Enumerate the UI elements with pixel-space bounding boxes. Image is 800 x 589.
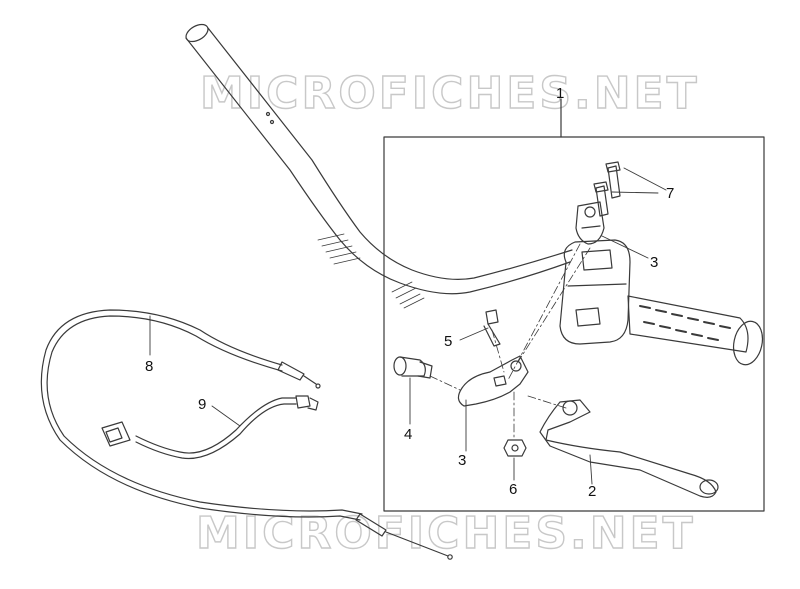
switch-housing [559,239,631,345]
clutch-lever [539,399,719,498]
callout-6: 6 [509,481,518,498]
callout-7: 7 [666,185,675,202]
callout-3-lower: 3 [458,452,467,469]
callout-3-upper: 3 [650,254,659,271]
grip [627,295,764,366]
callout-4: 4 [404,426,413,443]
clutch-switch-cable [101,395,319,460]
cable-fitting [393,356,433,379]
callout-9: 9 [198,396,207,413]
watermark-top: MICROFICHES.NET [199,67,700,119]
lever-bracket [457,355,529,407]
alignment-lines [429,243,591,441]
handlebar [185,23,573,309]
callout-5: 5 [444,333,453,350]
assembly-outline-box [383,136,765,512]
upper-clamp [575,201,605,245]
nut [503,439,527,457]
callout-2: 2 [588,483,597,500]
screw [483,309,501,347]
callout-8: 8 [145,358,154,375]
callout-1: 1 [556,85,565,102]
leader-lines [149,167,667,485]
clutch-cable [40,309,453,560]
bolts [593,161,621,217]
